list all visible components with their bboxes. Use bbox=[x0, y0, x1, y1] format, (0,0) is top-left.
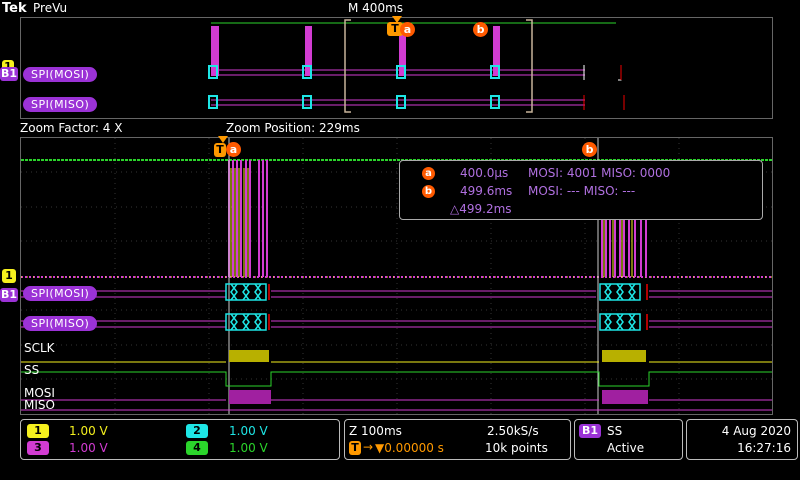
record-length[interactable]: 10k points bbox=[485, 441, 548, 455]
readout-b-decode: MOSI: --- MISO: --- bbox=[528, 184, 636, 198]
readout-a-time: 400.0µs bbox=[460, 166, 509, 180]
trigger-panel[interactable]: B1 SS Active bbox=[574, 419, 683, 460]
datetime-panel: 4 Aug 2020 16:27:16 bbox=[686, 419, 798, 460]
readout-delta-time: △499.2ms bbox=[450, 202, 512, 216]
readout-cursor-b-icon: b bbox=[422, 185, 435, 198]
acquisition-mode: PreVu bbox=[33, 1, 68, 15]
overview-waveform-area[interactable]: SPI(MOSI) SPI(MISO) bbox=[20, 17, 773, 119]
ch4-badge[interactable]: 4 bbox=[186, 441, 208, 455]
overview-b1-marker[interactable]: B1 bbox=[0, 67, 18, 81]
ch1-scale[interactable]: 1.00 V bbox=[69, 424, 108, 438]
cursor-readout-panel[interactable]: a 400.0µs MOSI: 4001 MISO: 0000 b 499.6m… bbox=[399, 160, 763, 220]
bus-mosi-label[interactable]: SPI(MOSI) bbox=[23, 286, 98, 301]
ch4-scale[interactable]: 1.00 V bbox=[229, 441, 268, 455]
overview-bus-miso-label[interactable]: SPI(MISO) bbox=[23, 97, 98, 112]
zoom-factor-label: Zoom Factor: 4 X bbox=[20, 121, 123, 135]
channel-settings-panel[interactable]: 1 1.00 V 2 1.00 V 3 1.00 V 4 1.00 V bbox=[20, 419, 340, 460]
digital-ss-label: SS bbox=[24, 363, 40, 377]
main-waveform-area[interactable]: SPI(MOSI) SPI(MISO) SCLK SS MOSI MISO a … bbox=[20, 137, 773, 415]
ch3-scale[interactable]: 1.00 V bbox=[69, 441, 108, 455]
ch2-badge[interactable]: 2 bbox=[186, 424, 208, 438]
brand-logo: Tek bbox=[2, 1, 27, 16]
time-label: 16:27:16 bbox=[737, 441, 791, 455]
ch3-badge[interactable]: 3 bbox=[27, 441, 49, 455]
trigger-source: SS bbox=[607, 424, 623, 438]
ch2-scale[interactable]: 1.00 V bbox=[229, 424, 268, 438]
overview-bus-mosi-label[interactable]: SPI(MOSI) bbox=[23, 67, 98, 82]
digital-mosi-label: MOSI bbox=[24, 386, 55, 400]
b1-bus-marker[interactable]: B1 bbox=[0, 288, 18, 302]
cursor-a-marker[interactable]: a bbox=[226, 142, 241, 157]
readout-b-time: 499.6ms bbox=[460, 184, 513, 198]
digital-miso-label: MISO bbox=[24, 398, 55, 412]
zoom-position-label: Zoom Position: 229ms bbox=[226, 121, 360, 135]
trigger-source-badge: B1 bbox=[579, 424, 601, 438]
ch1-level-marker[interactable]: 1 bbox=[2, 269, 16, 283]
zoom-scale[interactable]: Z 100ms bbox=[349, 424, 402, 438]
trigger-marker[interactable]: T bbox=[214, 143, 226, 157]
bus-miso-label[interactable]: SPI(MISO) bbox=[23, 316, 98, 331]
overview-cursor-a-marker[interactable]: a bbox=[400, 22, 415, 37]
overview-cursor-b-marker[interactable]: b bbox=[473, 22, 488, 37]
sample-rate[interactable]: 2.50kS/s bbox=[487, 424, 539, 438]
trigger-offset[interactable]: ▼0.00000 s bbox=[375, 441, 444, 455]
trigger-arrow-glyph: → bbox=[363, 440, 374, 454]
cursor-b-marker[interactable]: b bbox=[582, 142, 597, 157]
readout-a-decode: MOSI: 4001 MISO: 0000 bbox=[528, 166, 671, 180]
date-label: 4 Aug 2020 bbox=[721, 424, 791, 438]
trigger-state: Active bbox=[607, 441, 645, 455]
digital-sclk-label: SCLK bbox=[24, 341, 55, 355]
ch1-badge[interactable]: 1 bbox=[27, 424, 49, 438]
acquisition-panel[interactable]: Z 100ms T → ▼0.00000 s 2.50kS/s 10k poin… bbox=[344, 419, 571, 460]
readout-cursor-a-icon: a bbox=[422, 167, 435, 180]
timebase-label: M 400ms bbox=[348, 1, 404, 15]
trigger-offset-icon: T bbox=[349, 441, 361, 455]
overview-trigger-marker[interactable]: T bbox=[387, 22, 403, 36]
overview-trigger-arrow-icon bbox=[392, 16, 402, 23]
trigger-arrow-icon bbox=[218, 136, 228, 143]
overview-traces bbox=[208, 19, 625, 113]
